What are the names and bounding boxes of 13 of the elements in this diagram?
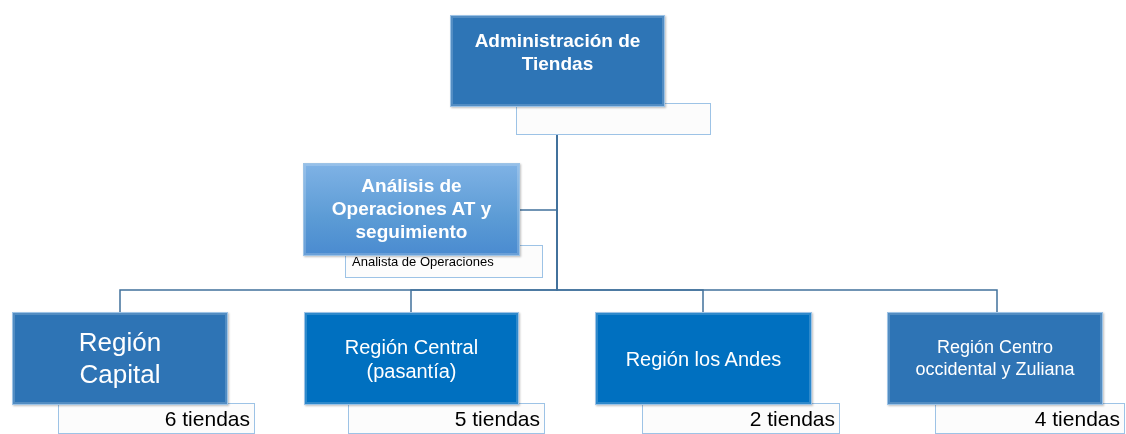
note-text: 5 tiendas [454, 408, 540, 429]
unit-title: Región los Andes [625, 346, 782, 371]
empty-box [516, 103, 711, 135]
unit-title: Región Centro occidental y Zuliana [914, 336, 1076, 381]
note-text: Analista de Operaciones [352, 255, 494, 268]
unit-title: Región Capital [77, 327, 163, 390]
unit-box [450, 15, 665, 107]
unit-title: Región Central (pasantía) [343, 334, 480, 383]
unit-title: Administración de Tiendas [473, 30, 642, 76]
note-text: 4 tiendas [1034, 408, 1120, 429]
unit-title: Análisis de Operaciones AT y seguimiento [330, 175, 493, 244]
note-text: 2 tiendas [749, 408, 835, 429]
note-text: 6 tiendas [164, 408, 250, 429]
